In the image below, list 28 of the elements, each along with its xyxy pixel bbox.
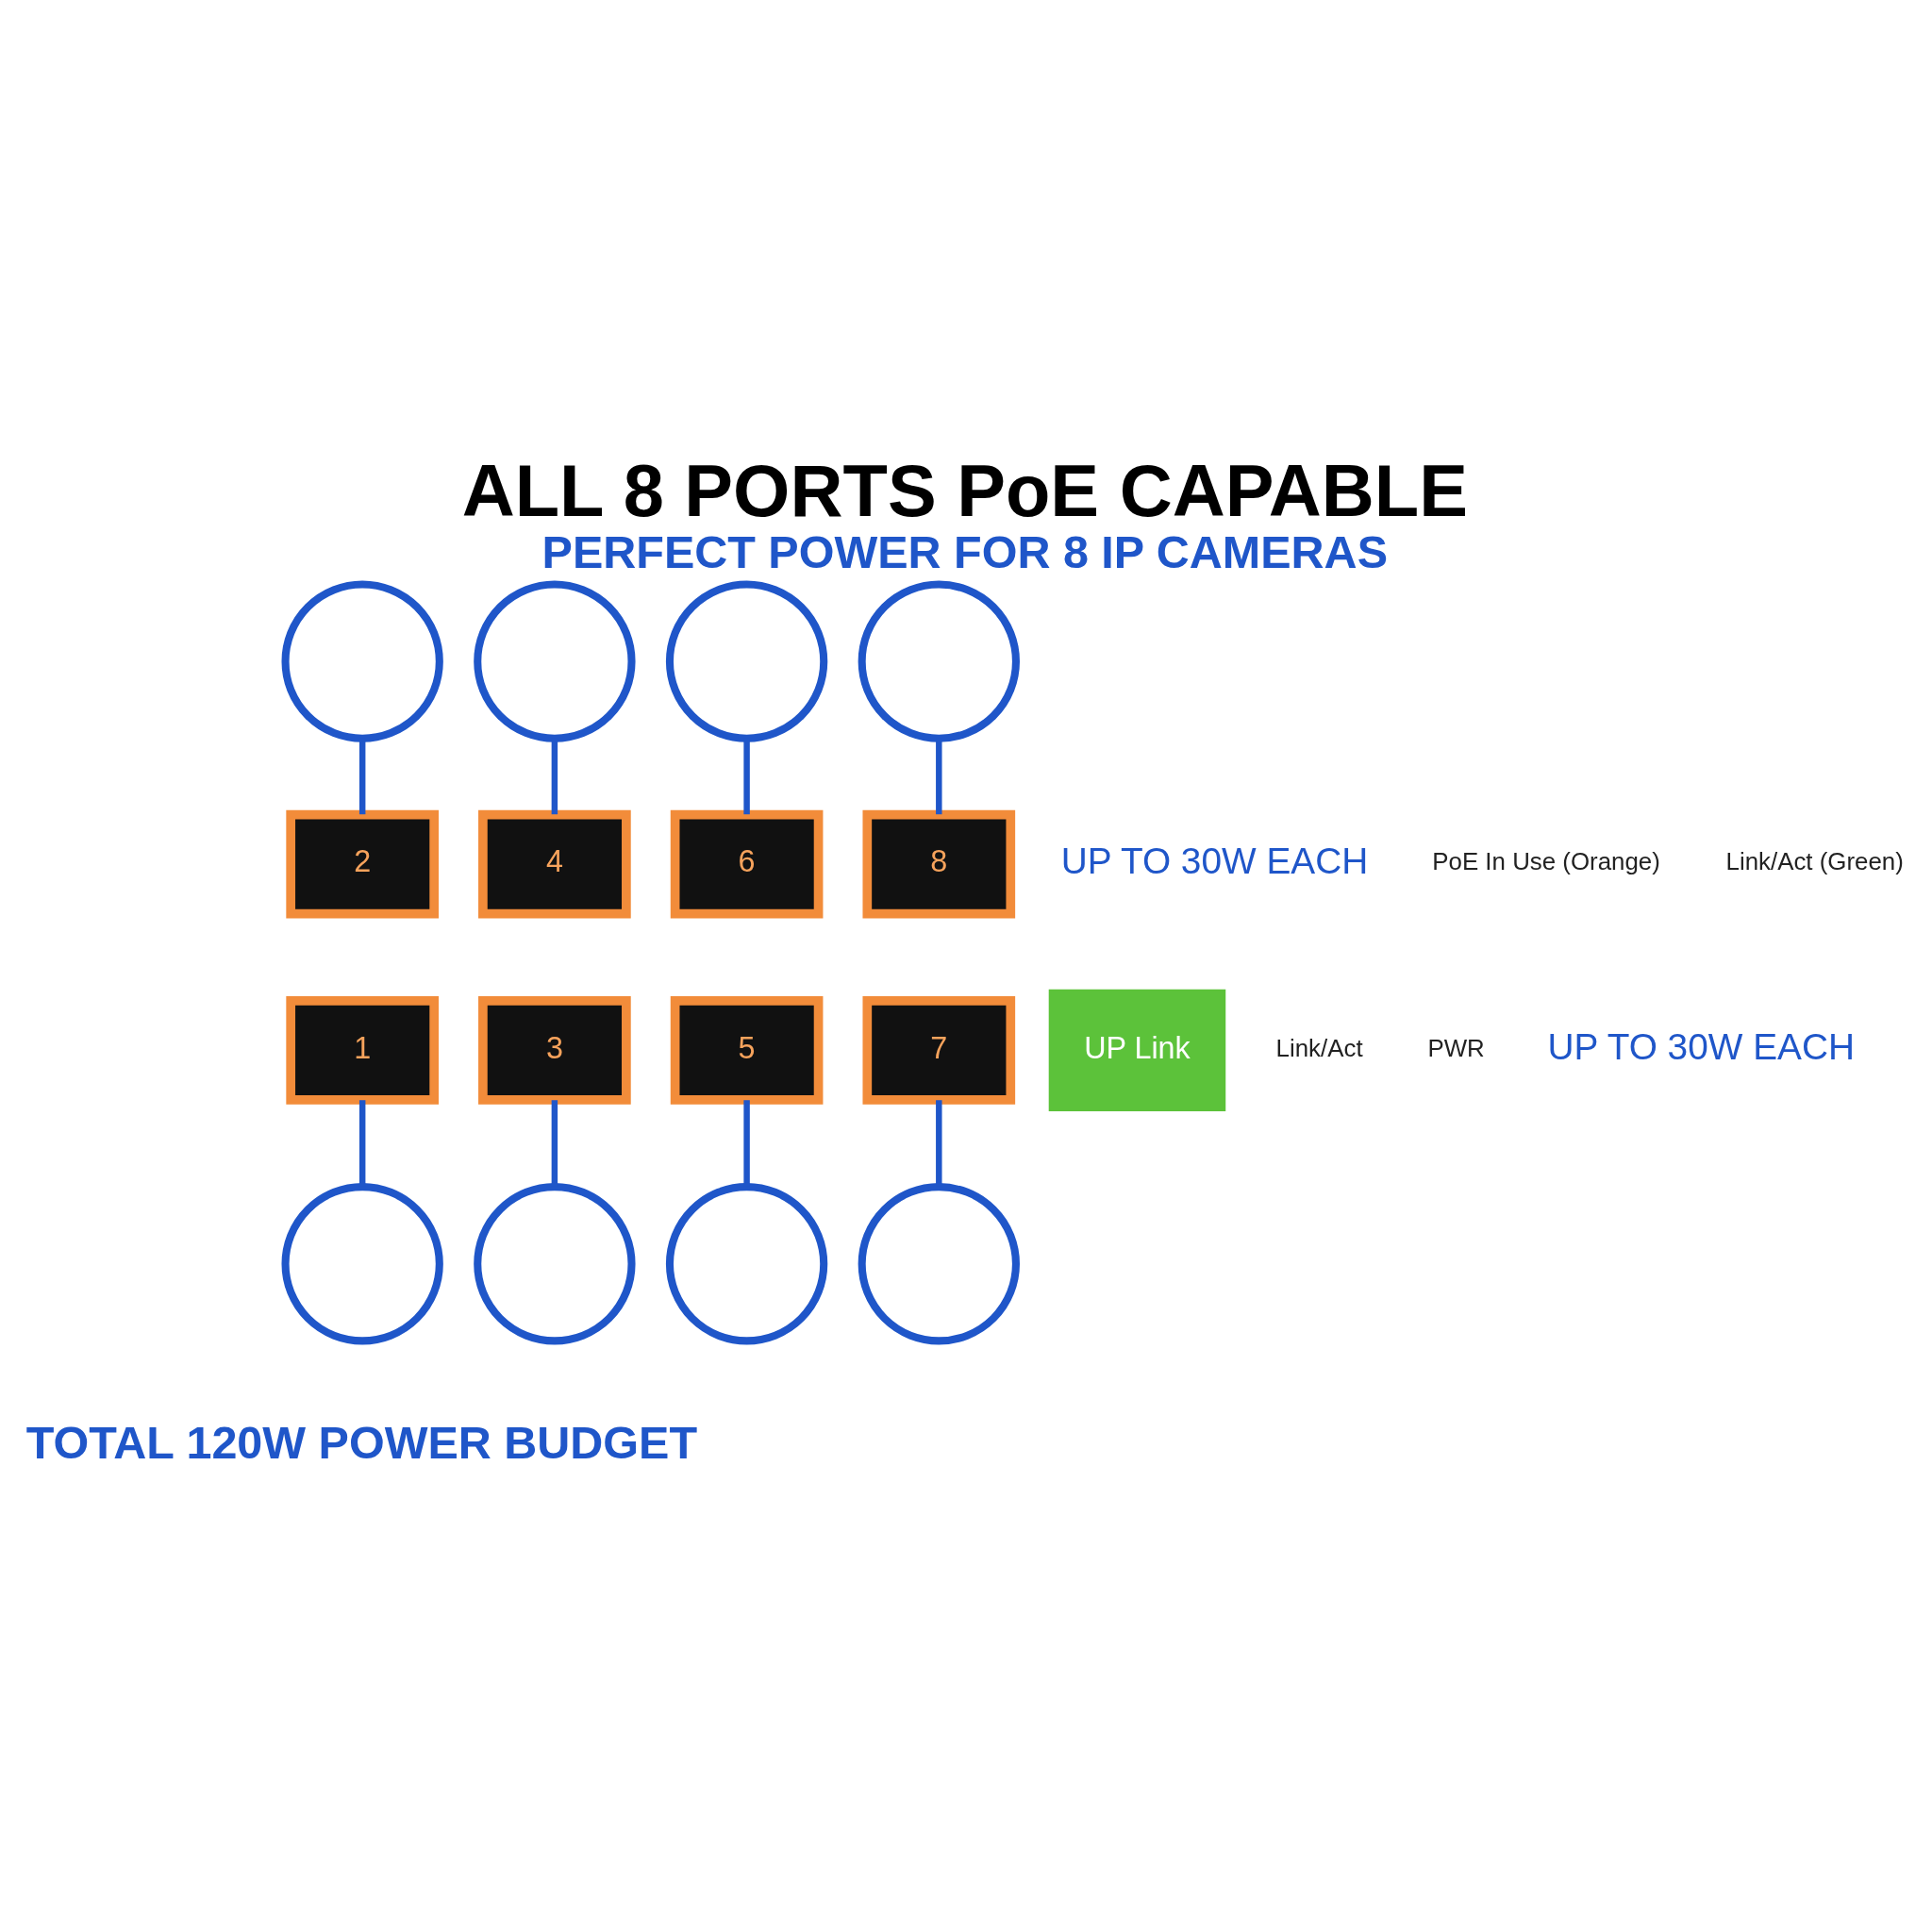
node-box: 6	[670, 809, 824, 919]
label: PWR	[1427, 1034, 1485, 1061]
node-circle	[281, 579, 443, 742]
label: TOTAL 120W POWER BUDGET	[25, 1416, 698, 1468]
node-circle	[665, 579, 828, 742]
node-circle	[474, 1182, 636, 1344]
node-circle	[858, 579, 1020, 742]
node-box: UP Link	[1048, 989, 1226, 1111]
node-circle	[281, 1182, 443, 1344]
node-box: 5	[670, 995, 824, 1105]
connector	[358, 1099, 366, 1187]
node-box: 1	[286, 995, 439, 1105]
node-box: 7	[862, 995, 1016, 1105]
node-circle	[665, 1182, 828, 1344]
node-box: 8	[862, 809, 1016, 919]
node-box: 4	[478, 809, 631, 919]
label: PoE In Use (Orange)	[1432, 847, 1660, 874]
node-circle	[858, 1182, 1020, 1344]
connector	[743, 1099, 750, 1187]
label: UP TO 30W EACH	[1547, 1025, 1855, 1067]
node-circle	[474, 579, 636, 742]
connector	[551, 1099, 558, 1187]
label: Link/Act	[1275, 1034, 1363, 1061]
node-box: 2	[286, 809, 439, 919]
connector	[936, 1099, 942, 1187]
node-box: 3	[478, 995, 631, 1105]
label: UP TO 30W EACH	[1060, 840, 1369, 881]
label: Link/Act (Green)	[1725, 847, 1904, 874]
